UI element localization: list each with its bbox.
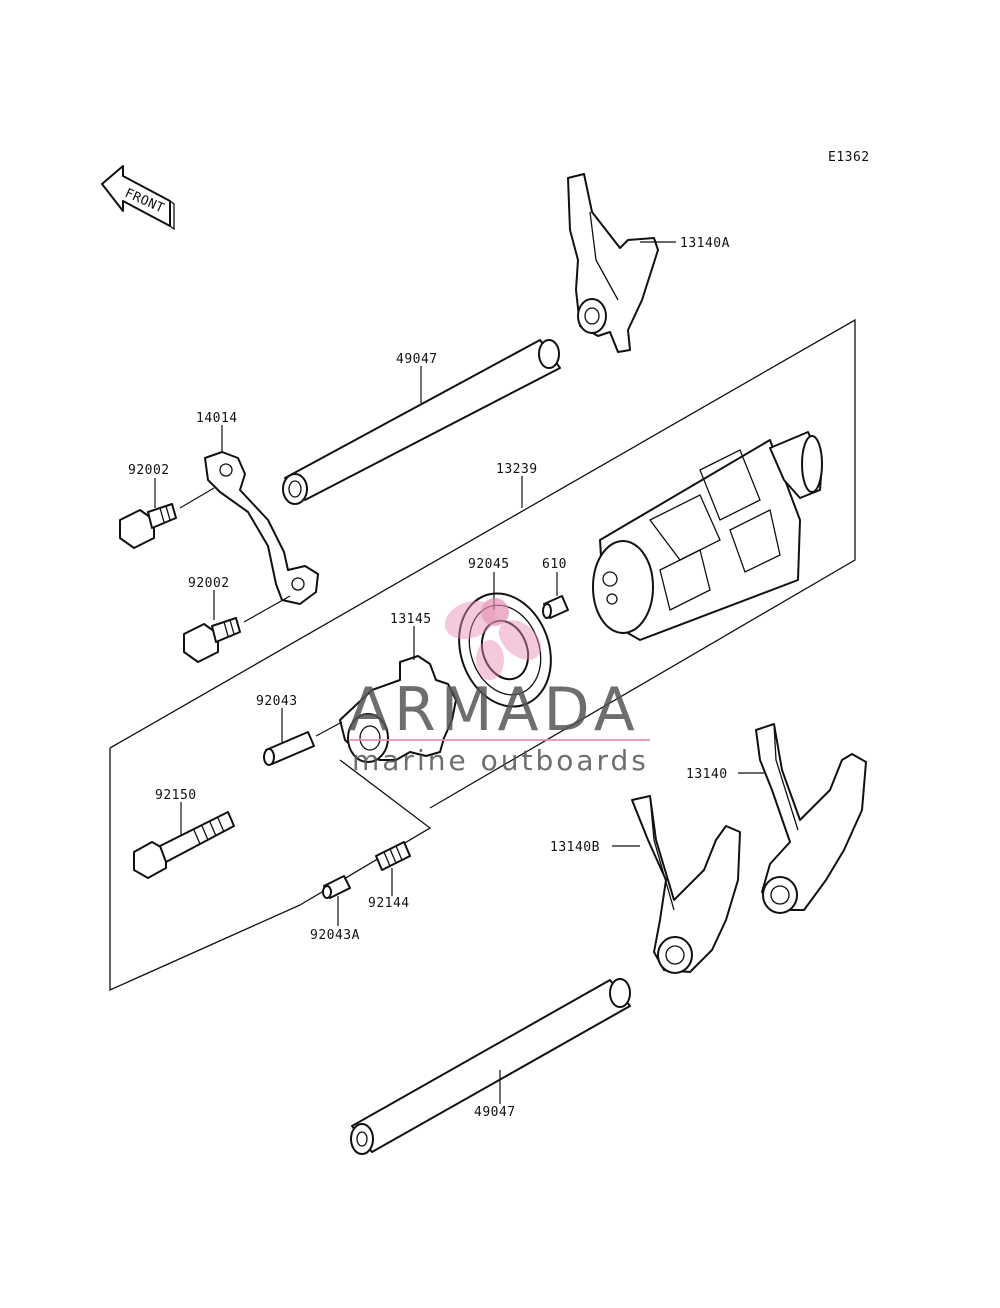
fork-13140a: [567, 173, 659, 353]
propeller-logo-icon: [444, 598, 542, 680]
shaft-lower: [350, 978, 631, 1155]
shaft-upper: [282, 339, 561, 505]
bolt-lower-92002: [183, 617, 241, 663]
fork-13140: [755, 723, 867, 914]
label-fork-a: 13140A: [680, 236, 730, 251]
label-spring: 92144: [368, 896, 410, 911]
label-plate: 14014: [196, 411, 238, 426]
watermark-tagline: marine outboards: [352, 744, 649, 777]
diagram-code: E1362: [828, 150, 870, 165]
label-bearing: 92045: [468, 557, 510, 572]
pin-610: [542, 595, 569, 619]
watermark-brand: ARMADA: [348, 675, 640, 745]
label-drum: 13239: [496, 462, 538, 477]
label-cam: 13145: [390, 612, 432, 627]
spring-92144: [375, 841, 411, 871]
label-bolt-upper: 92002: [128, 463, 170, 478]
armada-watermark: ARMADA marine outboards: [348, 598, 650, 777]
label-pin-92043a: 92043A: [310, 928, 360, 943]
label-bolt-lower: 92002: [188, 576, 230, 591]
pin-92043: [263, 731, 315, 766]
label-fork-b: 13140B: [550, 840, 600, 855]
label-shaft-upper: 49047: [396, 352, 438, 367]
label-bolt-92150: 92150: [155, 788, 197, 803]
pin-92043a: [322, 875, 351, 899]
label-pin-610: 610: [542, 557, 567, 572]
fork-13140b: [631, 795, 741, 974]
shift-drum-13239: [592, 431, 823, 641]
label-fork: 13140: [686, 767, 728, 782]
plate-14014: [204, 451, 319, 605]
front-arrow-icon: FRONT: [101, 165, 175, 231]
bearing-92045: [458, 592, 552, 708]
bolt-92150: [133, 811, 235, 879]
cam-13145: [339, 655, 457, 763]
label-shaft-lower: 49047: [474, 1105, 516, 1120]
bolt-upper-92002: [119, 503, 177, 549]
label-pin-92043: 92043: [256, 694, 298, 709]
